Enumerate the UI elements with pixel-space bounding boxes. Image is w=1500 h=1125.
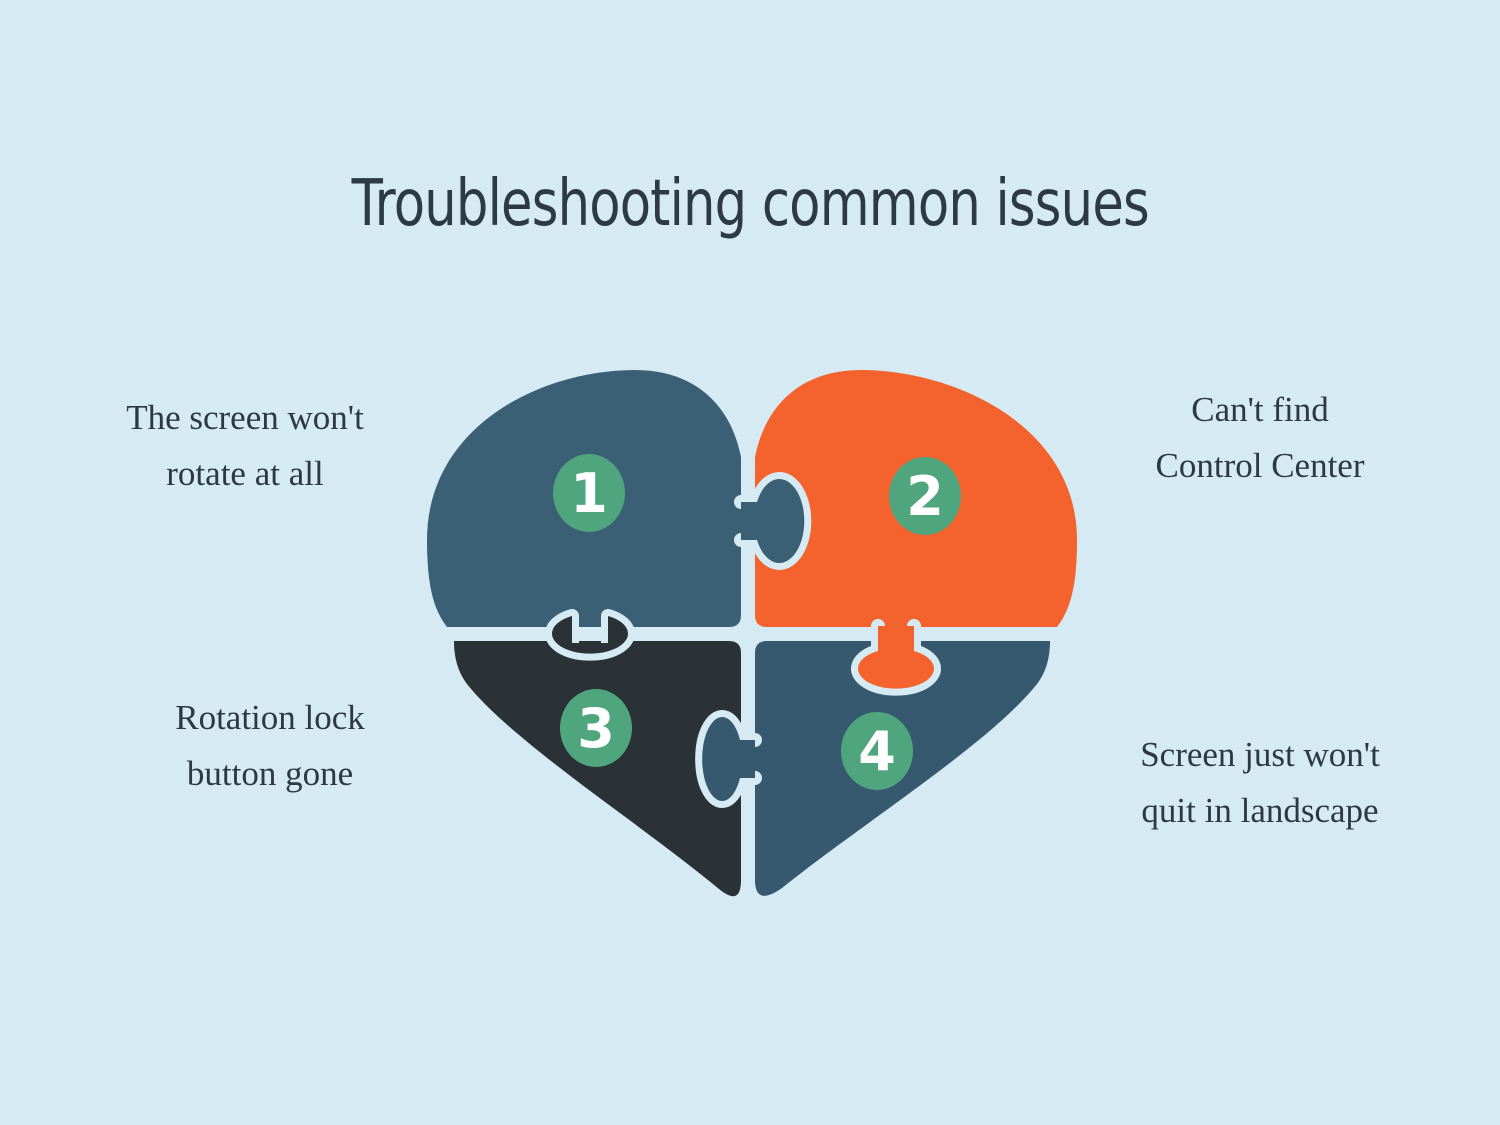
issue-label-4-line-2: quit in landscape — [1141, 791, 1379, 830]
issue-label-1-line-2: rotate at all — [166, 454, 324, 493]
issue-label-1: The screen won't rotate at all — [35, 390, 455, 502]
issue-label-3-line-2: button gone — [186, 754, 354, 793]
step-number-4: 4 — [858, 720, 896, 783]
issue-label-3-line-1: Rotation lock — [175, 698, 365, 737]
page-title: Troubleshooting common issues — [0, 168, 1500, 240]
puzzle-tab-2 — [858, 626, 934, 689]
issue-label-2-line-2: Control Center — [1155, 446, 1365, 485]
puzzle-tab-4 — [702, 717, 755, 801]
step-number-3: 3 — [577, 697, 615, 760]
puzzle-tab-3 — [552, 616, 628, 654]
issue-label-3: Rotation lock button gone — [60, 690, 480, 802]
issue-label-1-line-1: The screen won't — [126, 398, 364, 437]
step-badge-2: 2 — [889, 457, 961, 535]
heart-puzzle-icon: 1 2 3 4 — [427, 370, 1077, 897]
issue-label-4-line-1: Screen just won't — [1140, 735, 1380, 774]
step-number-1: 1 — [570, 462, 608, 525]
issue-label-4: Screen just won't quit in landscape — [1050, 727, 1470, 839]
step-badge-1: 1 — [553, 454, 625, 532]
step-number-2: 2 — [906, 465, 944, 528]
step-badge-3: 3 — [560, 689, 632, 767]
page-title-text: Troubleshooting common issues — [351, 167, 1149, 241]
step-badge-4: 4 — [841, 712, 913, 790]
issue-label-2-line-1: Can't find — [1191, 390, 1329, 429]
puzzle-piece-3 — [454, 641, 741, 897]
issue-label-2: Can't find Control Center — [1050, 382, 1470, 494]
puzzle-tab-1 — [741, 479, 805, 563]
heart-puzzle-graphic: 1 2 3 4 — [412, 362, 1092, 937]
